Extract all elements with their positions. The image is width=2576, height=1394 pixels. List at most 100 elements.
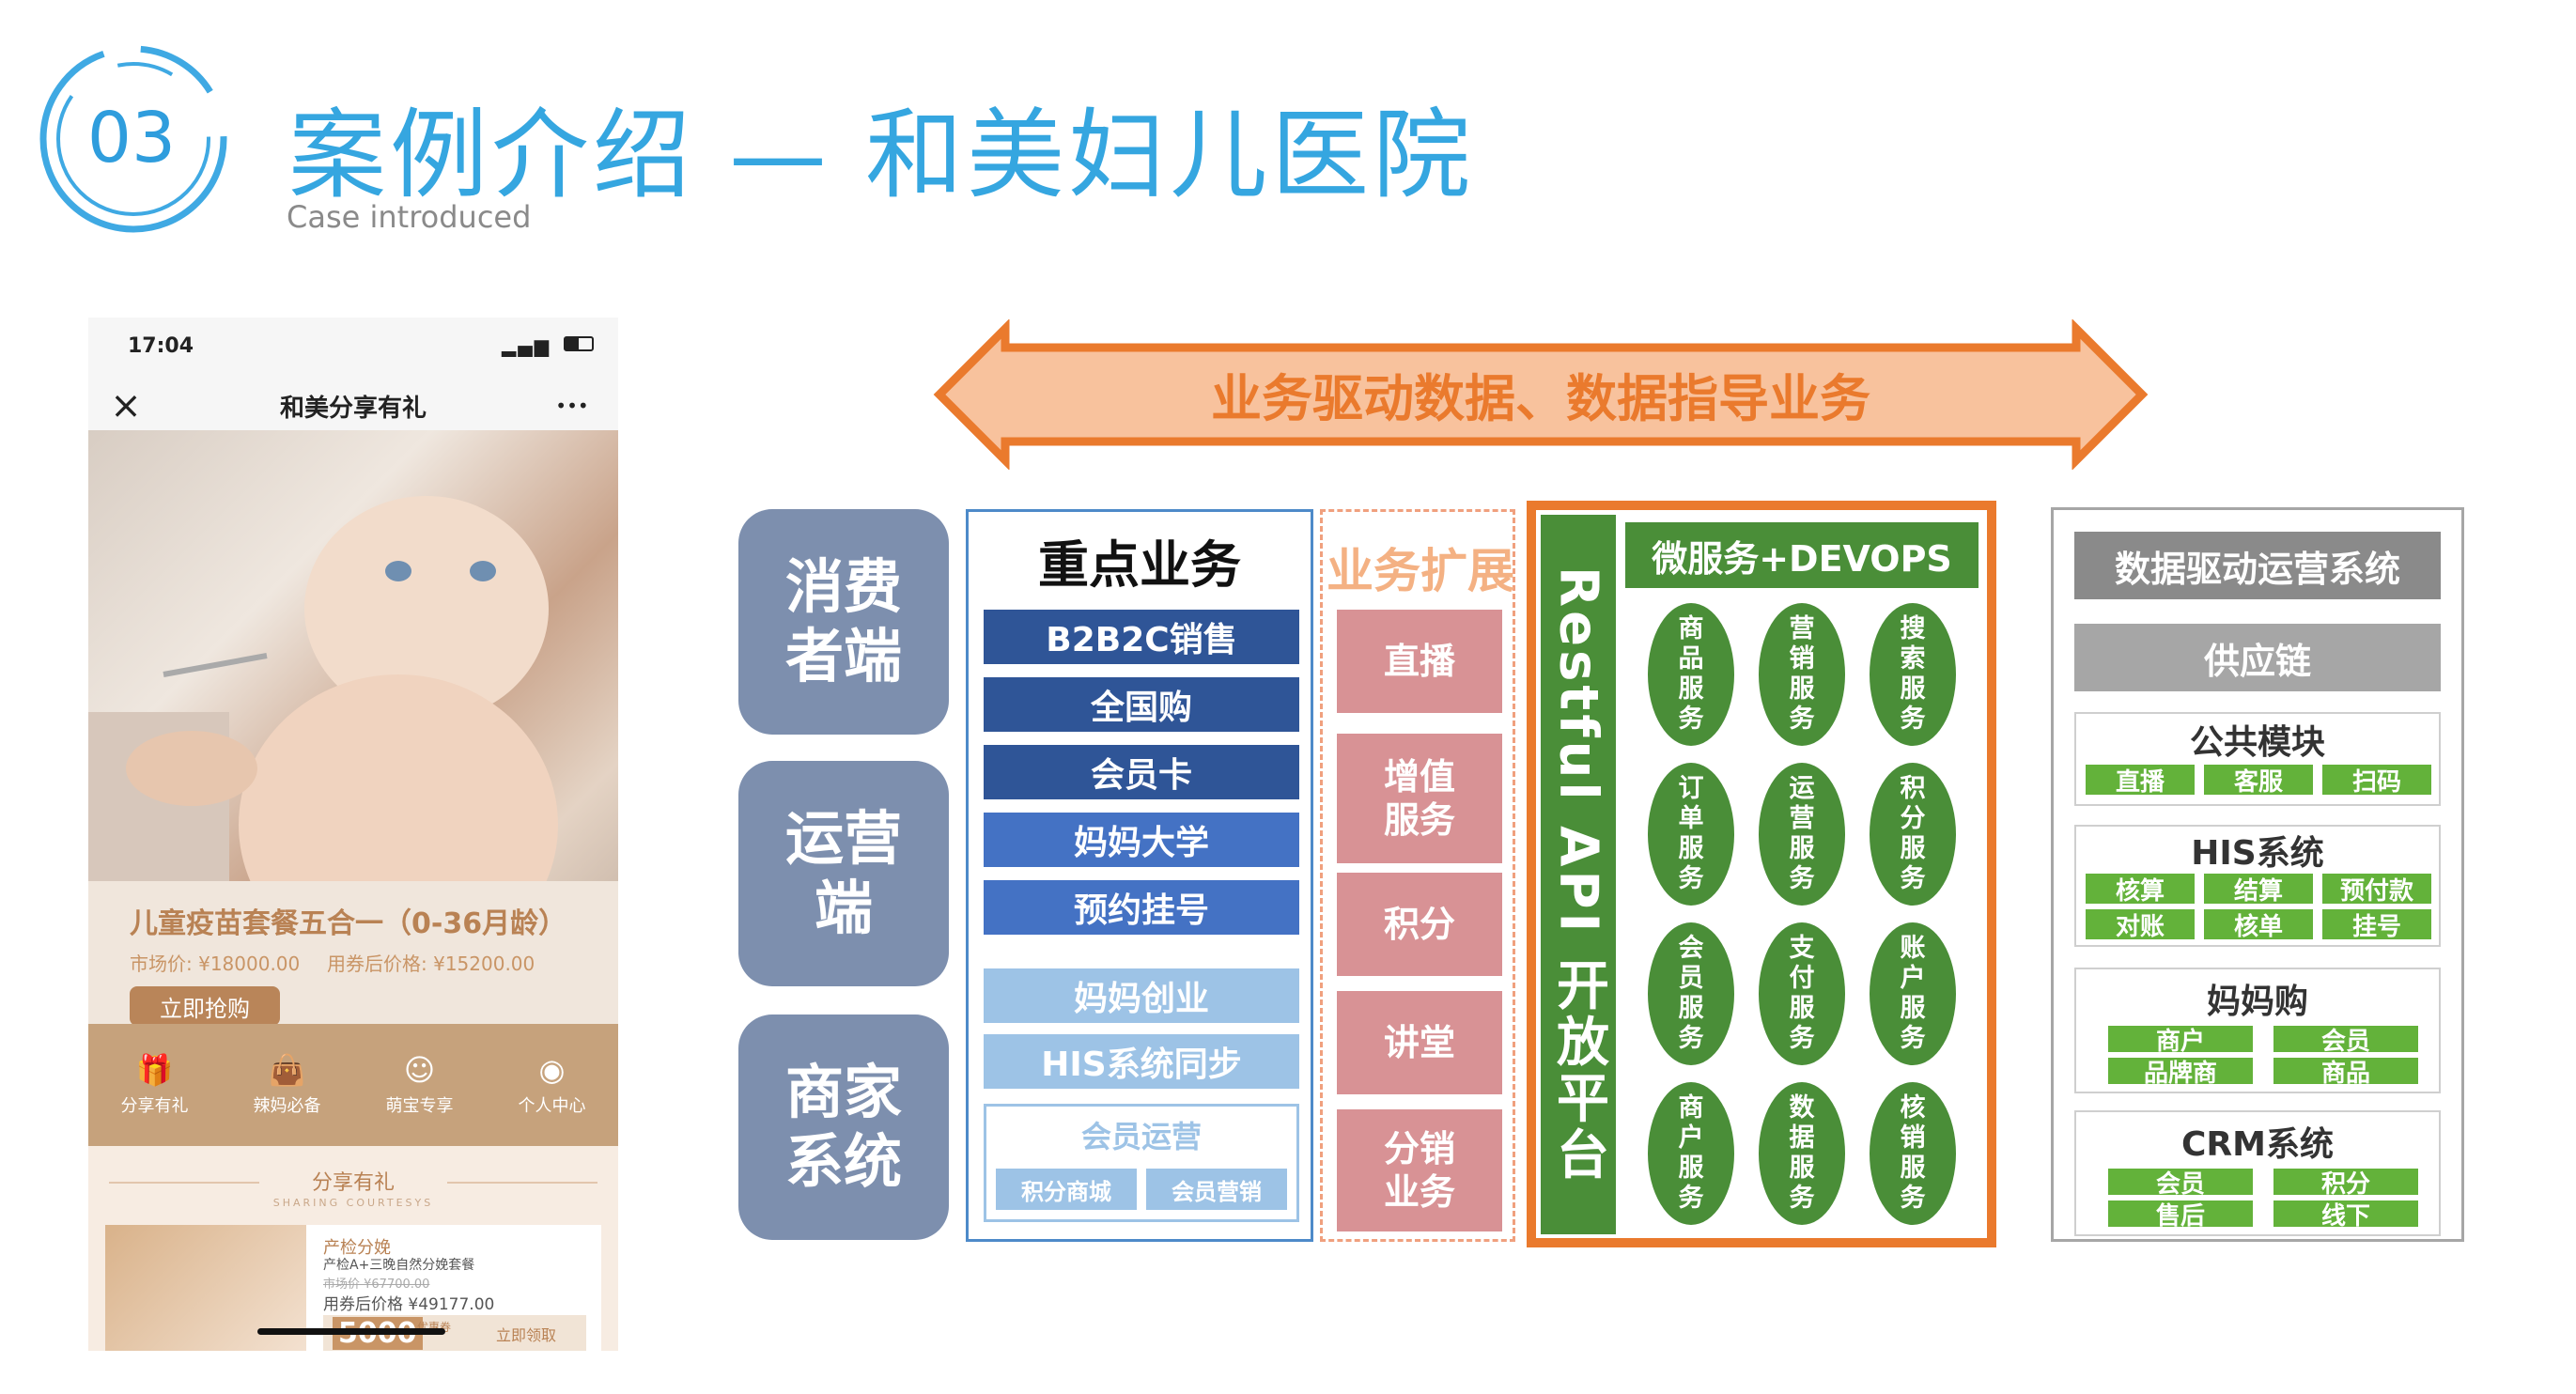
share-section: 分享有礼 SHARING COURTESYS 产检分娩 产检A+三晚自然分娩套餐…	[88, 1146, 618, 1351]
service-node: 搜索服务	[1870, 603, 1956, 746]
extension-label: 讲堂	[1383, 1022, 1455, 1063]
tab-baby[interactable]: ☺萌宝专享	[353, 1024, 486, 1146]
module-tag: 预付款	[2322, 874, 2431, 906]
service-label: 积分服务	[1900, 774, 1926, 893]
product-desc: 产检A+三晚自然分娩套餐	[323, 1258, 475, 1273]
tab-profile[interactable]: ◉ 个人中心	[486, 1024, 618, 1146]
tab-label: 分享有礼	[120, 1096, 189, 1116]
more-icon[interactable]: •••	[555, 395, 589, 417]
service-node: 会员服务	[1648, 922, 1734, 1065]
module-tag: 品牌商	[2108, 1058, 2253, 1088]
service-node: 数据服务	[1759, 1082, 1845, 1225]
core-item: 会员卡	[984, 745, 1299, 799]
core-item: 妈妈创业	[984, 968, 1299, 1023]
module-tag: 核算	[2086, 874, 2195, 906]
coupon-price: 用券后价格: ¥15200.00	[327, 953, 535, 975]
client-label: 消费者端	[784, 552, 902, 690]
product-market-price: 市场价 ¥67700.00	[323, 1278, 430, 1292]
client-operations: 运营端	[738, 761, 949, 986]
page-subtitle: Case introduced	[287, 199, 532, 235]
product-coupon-price: 用券后价格 ¥49177.00	[323, 1295, 495, 1314]
core-business-panel: 重点业务 B2B2C销售 全国购 会员卡 妈妈大学 预约挂号 妈妈创业 HIS系…	[966, 509, 1313, 1242]
module-tag: 线下	[2273, 1200, 2418, 1231]
member-ops-group: 会员运营 积分商城 会员营销	[984, 1104, 1299, 1222]
module-tag: 结算	[2204, 874, 2313, 906]
service-node: 商品服务	[1648, 603, 1734, 746]
product-card[interactable]: 产检分娩 产检A+三晚自然分娩套餐 市场价 ¥67700.00 用券后价格 ¥4…	[105, 1225, 601, 1351]
service-node: 订单服务	[1648, 763, 1734, 906]
service-node: 运营服务	[1759, 763, 1845, 906]
product-name: 产检分娩	[323, 1238, 391, 1258]
section-subtitle: SHARING COURTESYS	[272, 1196, 434, 1209]
his-module: HIS系统 核算 结算 预付款 对账 核单 挂号	[2074, 825, 2441, 947]
core-item: 妈妈大学	[984, 813, 1299, 867]
platform-title: Restful API 开放平台	[1547, 565, 1609, 1184]
crm-module: CRM系统 会员 积分 售后 线下	[2074, 1110, 2441, 1236]
member-marketing: 会员营销	[1146, 1169, 1287, 1210]
coupon-strip: 5000 优惠券 立即领取	[323, 1315, 586, 1351]
core-item: 预约挂号	[984, 880, 1299, 935]
service-label: 会员服务	[1678, 934, 1704, 1053]
module-title: HIS系统	[2191, 834, 2324, 873]
tab-label: 萌宝专享	[385, 1096, 454, 1116]
module-tag: 扫码	[2322, 765, 2431, 797]
service-node: 核销服务	[1870, 1082, 1956, 1225]
tab-label: 个人中心	[518, 1096, 586, 1116]
service-label: 账户服务	[1900, 934, 1926, 1053]
bag-icon: 👜	[268, 1052, 306, 1088]
module-tag: 对账	[2086, 909, 2195, 941]
module-tag: 会员	[2108, 1169, 2253, 1199]
status-bar: 17:04 ▂▄▆	[88, 318, 618, 374]
microservice-header: 微服务+DEVOPS	[1625, 522, 1979, 588]
module-tag: 客服	[2204, 765, 2313, 797]
tab-label: 辣妈必备	[253, 1096, 321, 1116]
service-label: 商户服务	[1678, 1093, 1704, 1213]
market-price: 市场价: ¥18000.00	[130, 953, 301, 975]
section-number: 03	[86, 98, 177, 178]
extension-item: 增值服务	[1337, 734, 1502, 863]
core-title: 重点业务	[1038, 534, 1241, 595]
core-item: HIS系统同步	[984, 1034, 1299, 1089]
buy-now-button[interactable]: 立即抢购	[130, 986, 280, 1026]
points-mall: 积分商城	[996, 1169, 1137, 1210]
ops-title: 数据驱动运营系统	[2074, 532, 2441, 599]
module-tag: 直播	[2086, 765, 2195, 797]
extension-item: 直播	[1337, 610, 1502, 713]
service-label: 商品服务	[1678, 614, 1704, 734]
section-title: 分享有礼	[259, 1167, 447, 1195]
banner-title: 儿童疫苗套餐五合一（0-36月龄）	[130, 907, 567, 940]
service-label: 核销服务	[1900, 1093, 1926, 1213]
module-tag: 核单	[2204, 909, 2313, 941]
gift-icon: 🎁	[135, 1052, 174, 1088]
service-label: 支付服务	[1789, 934, 1815, 1053]
extension-item: 积分	[1337, 873, 1502, 976]
service-grid: 商品服务 营销服务 搜索服务 订单服务 运营服务 积分服务 会员服务 支付服务 …	[1625, 597, 1979, 1240]
module-tag: 积分	[2273, 1169, 2418, 1199]
module-tag: 商户	[2108, 1026, 2253, 1056]
client-label: 商家系统	[784, 1058, 902, 1196]
service-node: 积分服务	[1870, 763, 1956, 906]
client-merchant: 商家系统	[738, 1015, 949, 1240]
extension-label: 分销业务	[1383, 1128, 1455, 1213]
close-icon[interactable]: ×	[110, 384, 142, 427]
client-label: 运营端	[784, 804, 902, 942]
tab-mom[interactable]: 👜 辣妈必备	[221, 1024, 353, 1146]
service-label: 运营服务	[1789, 774, 1815, 893]
extension-title: 业务扩展	[1327, 544, 1514, 598]
service-node: 营销服务	[1759, 603, 1845, 746]
platform-bar: Restful API 开放平台	[1541, 515, 1616, 1234]
banner-image[interactable]: 儿童疫苗套餐五合一（0-36月龄） 市场价: ¥18000.00 用券后价格: …	[88, 430, 618, 1050]
claim-button[interactable]: 立即领取	[496, 1326, 557, 1344]
tab-share[interactable]: 🎁 分享有礼	[88, 1024, 221, 1146]
supply-chain: 供应链	[2074, 624, 2441, 691]
core-item: B2B2C销售	[984, 610, 1299, 664]
home-indicator	[257, 1328, 445, 1335]
service-label: 搜索服务	[1900, 614, 1926, 734]
service-label: 数据服务	[1789, 1093, 1815, 1213]
double-arrow	[933, 319, 2149, 470]
user-icon: ◉	[538, 1052, 566, 1088]
status-time: 17:04	[128, 334, 194, 358]
arrow-label: 业务驱动数据、数据指导业务	[1211, 368, 1870, 428]
module-tag: 会员	[2273, 1026, 2418, 1056]
extension-label: 积分	[1383, 904, 1455, 945]
